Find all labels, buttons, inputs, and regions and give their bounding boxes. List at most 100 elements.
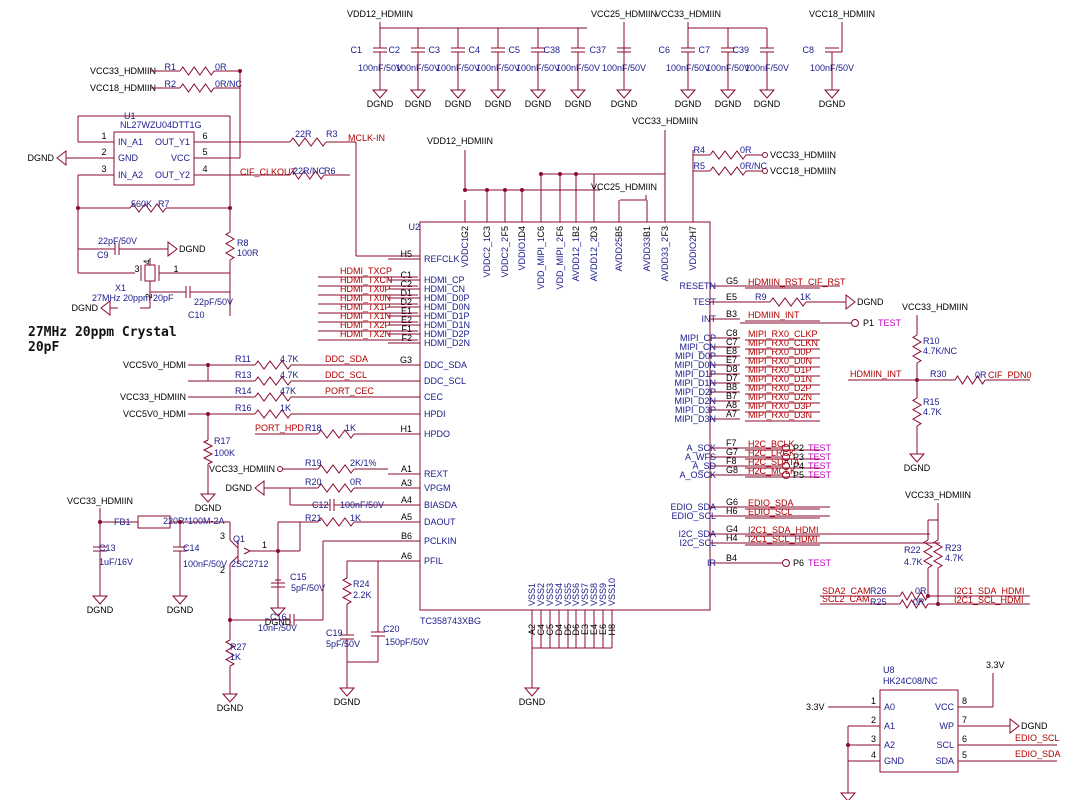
r8-resistor — [225, 231, 235, 261]
ground-label: DGND — [525, 99, 552, 109]
ground-label: DGND — [72, 303, 99, 313]
signal-label: HDMI_TX1P — [340, 302, 391, 312]
signal-label: MIPI_RX0_D0P — [748, 347, 812, 357]
ball-number: F2 — [401, 333, 412, 343]
ground-label: DGND — [485, 99, 512, 109]
test-point-ref: P2 — [793, 443, 804, 453]
r6-value: 22R/NC — [293, 166, 326, 176]
c15-value: 5pF/50V — [291, 583, 325, 593]
pin-name: HDMI_D0N — [424, 302, 470, 312]
pin-name: VSS9 — [598, 583, 608, 606]
r19-value: 2K/1% — [350, 458, 377, 468]
ball-number: E3 — [580, 624, 590, 635]
ground-label: DGND — [675, 99, 702, 109]
ball-number: B5 — [614, 226, 624, 237]
r19-resistor — [317, 464, 355, 474]
pin-number: 2 — [871, 715, 876, 725]
res-value: 47K — [280, 386, 296, 396]
ground-label: DGND — [1021, 721, 1048, 731]
signal-label: MIPI_RX0_CLKN — [748, 338, 818, 348]
pin-name: VDDC1 — [460, 237, 470, 268]
ball-number: F6 — [555, 226, 565, 237]
pin-name: VCC — [171, 153, 191, 163]
ball-number: H4 — [726, 533, 738, 543]
pin-name: INT — [702, 314, 717, 324]
net-port — [277, 466, 283, 472]
ground-symbol — [449, 89, 467, 99]
r20-ref: R20 — [305, 477, 322, 487]
net-label: VCC25_HDMIIN — [591, 182, 657, 192]
cap-value: 100nF/50V — [602, 63, 646, 73]
ball-number: G5 — [726, 276, 738, 286]
net-port — [762, 152, 768, 158]
r6-resistor — [289, 170, 325, 180]
net-label: VDD12_HDMIIN — [427, 136, 493, 146]
pin-name: AVDD33_2 — [660, 237, 670, 281]
net-label: VCC33_HDMIIN — [632, 116, 698, 126]
c19-ref: C19 — [326, 628, 343, 638]
pin-name: EDIO_SCL — [671, 511, 716, 521]
signal-label: MIPI_RX0_D3N — [748, 410, 812, 420]
pin-number: 3 — [134, 264, 139, 274]
u8-chip — [879, 689, 959, 773]
signal-label: HDMIIN_RST — [748, 277, 804, 287]
r23-resistor — [933, 539, 943, 569]
res-ref: R13 — [235, 370, 252, 380]
ground-symbol — [254, 479, 265, 497]
cap-value: 100nF/50V — [358, 63, 402, 73]
net-label: VCC33_HDMIIN — [655, 9, 721, 19]
ball-number: B7 — [726, 391, 737, 401]
r24-ref: R24 — [353, 579, 370, 589]
pin-name: VSS2 — [536, 583, 546, 606]
r27-value: 1K — [230, 652, 241, 662]
r21-resistor — [317, 517, 355, 527]
r30-resistor — [954, 375, 986, 385]
cap-value: 100nF/50V — [666, 63, 710, 73]
test-point — [851, 319, 859, 327]
pin-name: DDC_SDA — [424, 360, 467, 370]
ball-number: C3 — [482, 226, 492, 238]
signal-label: EDIO_SCL — [1015, 733, 1060, 743]
cap-ref: C37 — [589, 45, 606, 55]
ground-label: DGND — [265, 617, 292, 627]
ground-symbol — [823, 89, 841, 99]
signal-label: I2C1_SCL_HDMI — [954, 595, 1024, 605]
pin-number: 3 — [871, 734, 876, 744]
r2-value: 0R/NC — [215, 79, 243, 89]
r27-resistor — [224, 639, 236, 667]
pin-name: RESETN — [679, 281, 716, 291]
r25-ref: R25 — [870, 597, 887, 607]
ball-number: G2 — [460, 226, 470, 238]
ball-number: H8 — [607, 624, 617, 636]
ball-number: D1 — [400, 288, 412, 298]
r30-value: 0R — [975, 370, 987, 380]
ball-number: D6 — [571, 624, 581, 636]
ball-number: A8 — [726, 400, 737, 410]
signal-label: MIPI_RX0_D1P — [748, 365, 812, 375]
pin-name: PFIL — [424, 556, 443, 566]
ground-label: DGND — [367, 99, 394, 109]
r7-resistor — [129, 203, 167, 213]
pin-name: IN_A1 — [118, 137, 143, 147]
ground-label: DGND — [28, 153, 55, 163]
x1-ref: X1 — [115, 283, 126, 293]
c20-ref: C20 — [383, 624, 400, 634]
test-label: TEST — [808, 470, 832, 480]
ball-number: H1 — [400, 424, 412, 434]
ground-label: DGND — [754, 99, 781, 109]
r21-value: 1K — [350, 513, 361, 523]
junction — [503, 188, 507, 192]
ball-number: B8 — [726, 382, 737, 392]
net-label: VCC18_HDMIIN — [90, 83, 156, 93]
r5-resistor — [709, 166, 747, 176]
ball-number: F1 — [401, 324, 412, 334]
pullup-resistor — [254, 360, 292, 370]
test-point — [782, 453, 790, 461]
r22-value: 4.7K — [904, 557, 923, 567]
ground-label: DGND — [87, 605, 114, 615]
pin-name: VDD_MIPI_2 — [555, 237, 565, 290]
junction — [915, 378, 919, 382]
c20-value: 150pF/50V — [385, 637, 429, 647]
net-label: VCC33_HDMIIN — [905, 490, 971, 500]
